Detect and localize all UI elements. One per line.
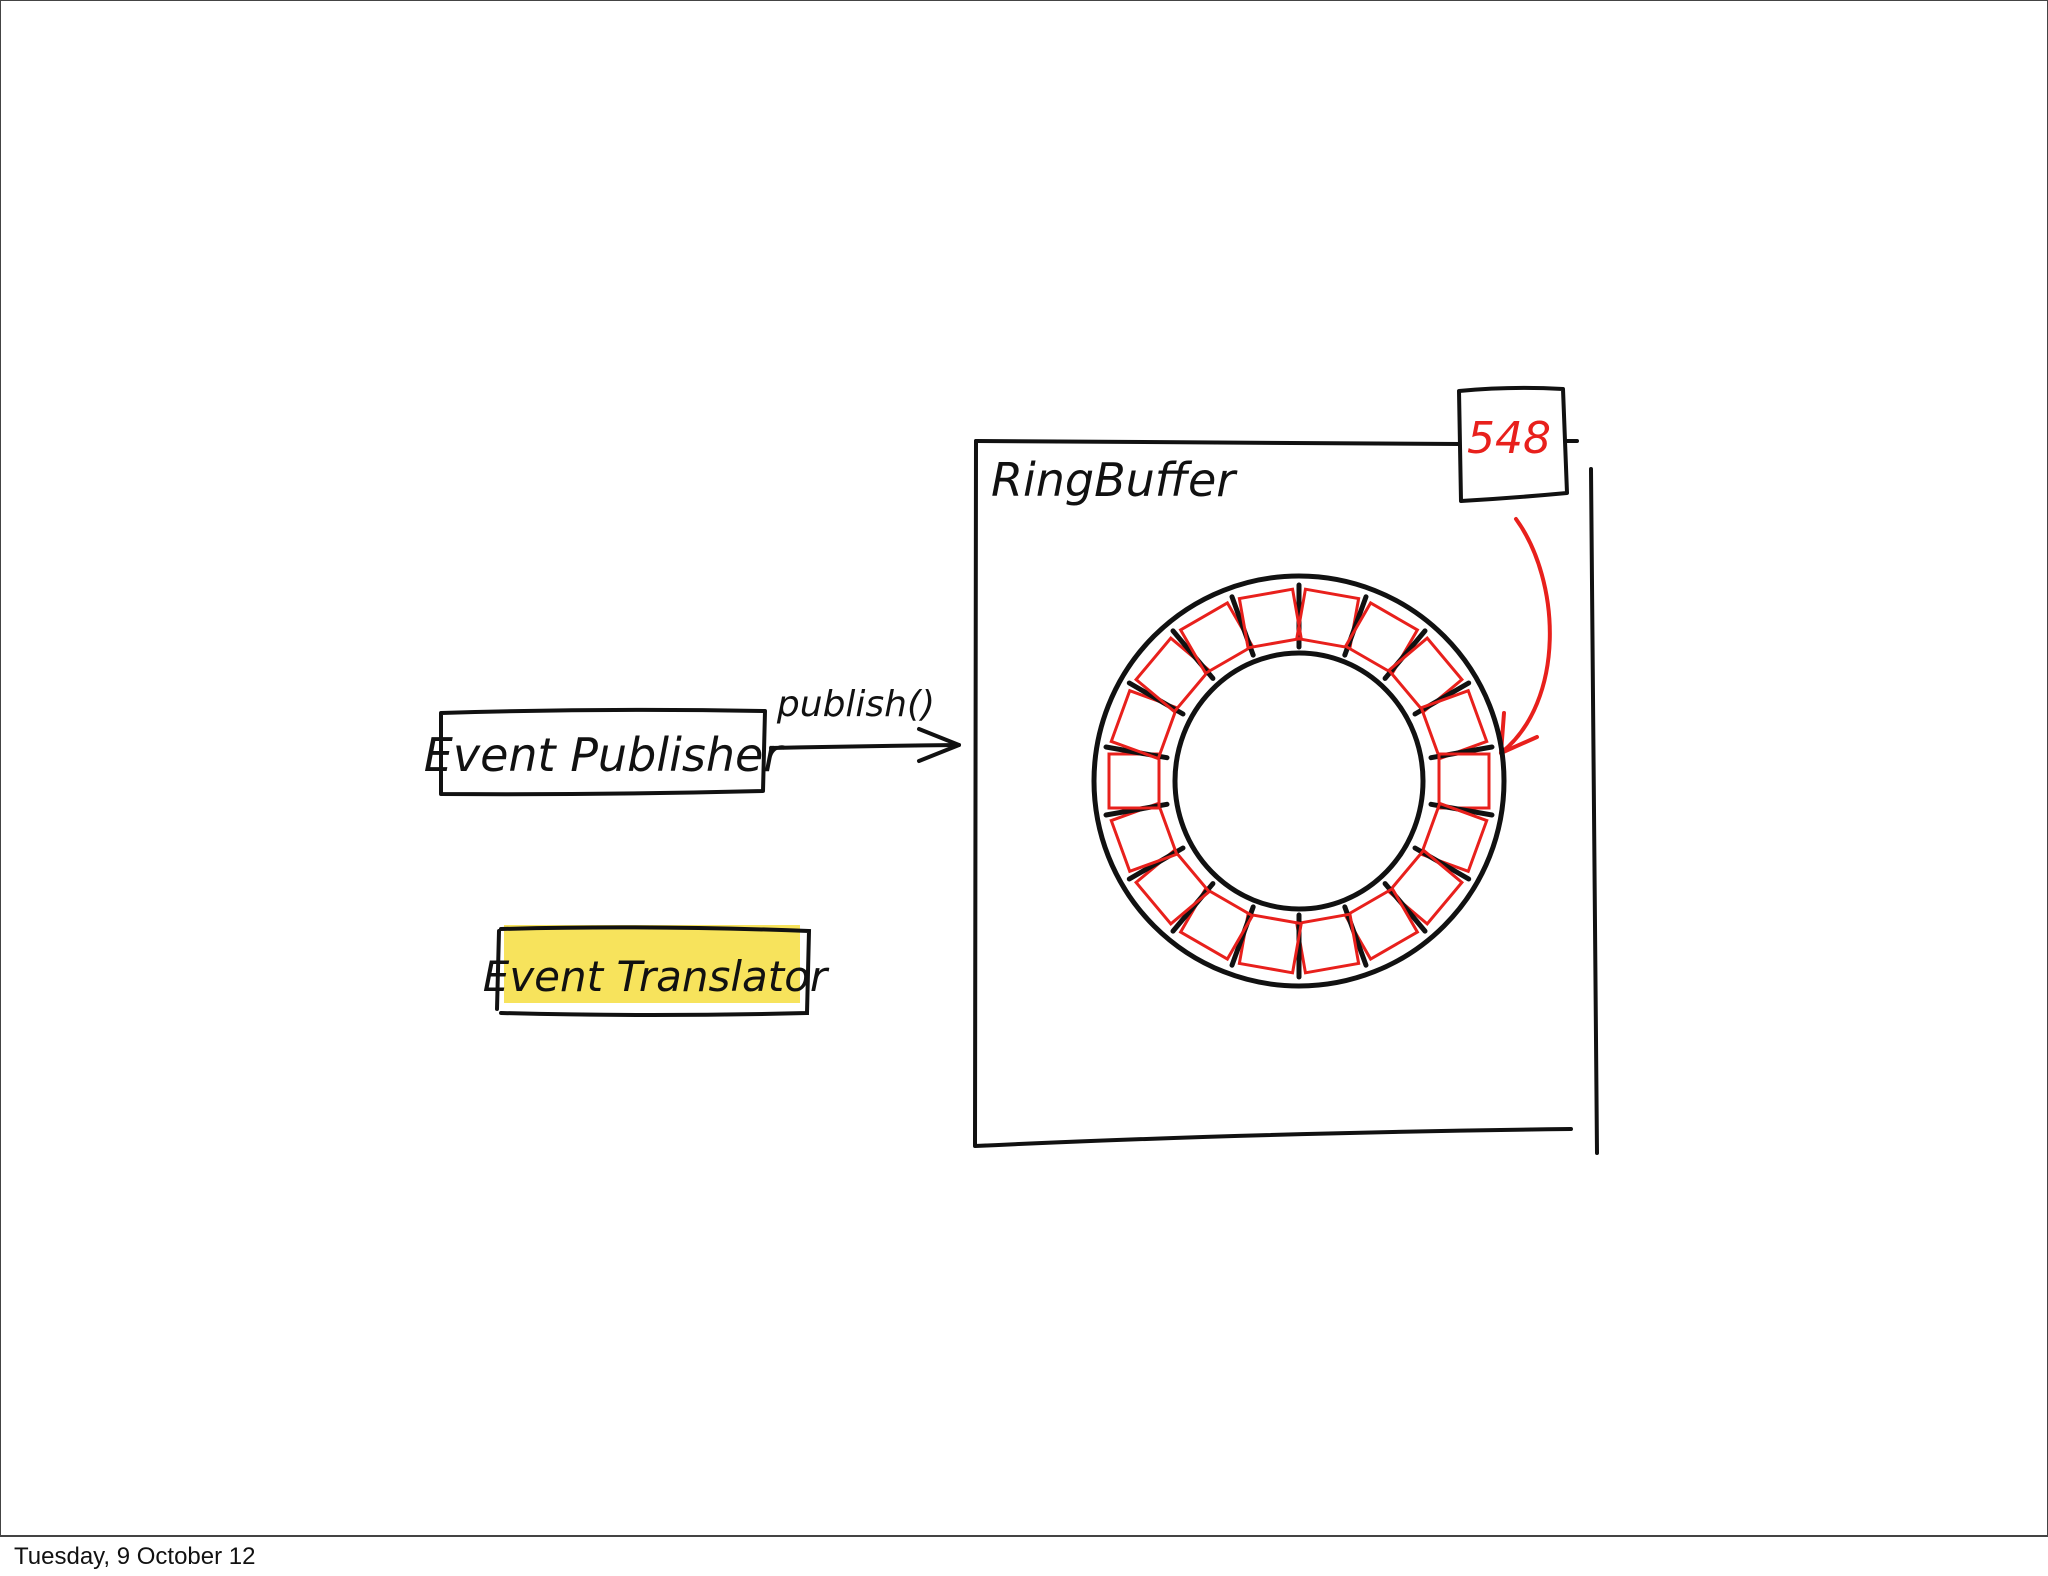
- ring-slot-divider: [1126, 680, 1186, 717]
- footer-date: Tuesday, 9 October 12: [14, 1543, 256, 1570]
- ring-buffer-ring: [1091, 573, 1507, 989]
- slide: Event Publisher publish() Event Translat…: [0, 0, 2048, 1536]
- ring-slot-divider: [1382, 628, 1428, 681]
- ring-slot: [1386, 848, 1465, 926]
- ring-slot: [1237, 587, 1303, 650]
- ring-slot: [1437, 752, 1491, 810]
- slide-footer: Tuesday, 9 October 12: [0, 1536, 2048, 1576]
- ring-slot-divider: [1382, 881, 1428, 934]
- publish-arrow: publish(): [769, 684, 961, 763]
- ring-slot: [1386, 636, 1465, 714]
- ring-slot-divider: [1103, 744, 1170, 761]
- ring-slot-divider: [1103, 801, 1170, 818]
- ringbuffer-diagram: Event Publisher publish() Event Translat…: [424, 385, 1599, 1155]
- ring-slot-divider: [1342, 904, 1369, 968]
- event-publisher-label: Event Publisher: [424, 728, 785, 782]
- ring-slot-divider: [1170, 881, 1216, 934]
- sequence-box: 548: [1457, 385, 1569, 503]
- ringbuffer-label: RingBuffer: [991, 453, 1238, 507]
- ring-slot-divider: [1229, 904, 1256, 968]
- ring-slot-divider: [1126, 845, 1186, 882]
- ring-slot-divider: [1412, 680, 1472, 717]
- ring-slot-divider: [1170, 628, 1216, 681]
- publish-call-label: publish(): [776, 684, 935, 725]
- event-publisher-box: Event Publisher: [424, 707, 785, 797]
- ring-slot: [1107, 752, 1161, 810]
- ring-inner-edge: [1172, 650, 1426, 912]
- sequence-pointer-arrow: [1499, 517, 1552, 755]
- event-translator-label: Event Translator: [483, 952, 830, 1001]
- ring-slot-divider: [1412, 845, 1472, 882]
- ring-slot-divider: [1229, 594, 1256, 658]
- ring-slot-divider: [1342, 594, 1369, 658]
- sequence-value: 548: [1467, 413, 1551, 464]
- ring-slot-divider: [1428, 744, 1495, 761]
- ring-outer-edge: [1091, 573, 1507, 989]
- ring-slot: [1133, 848, 1212, 926]
- ring-slot: [1133, 636, 1212, 714]
- ring-slot-divider: [1428, 801, 1495, 818]
- event-translator-box: Event Translator: [483, 925, 830, 1017]
